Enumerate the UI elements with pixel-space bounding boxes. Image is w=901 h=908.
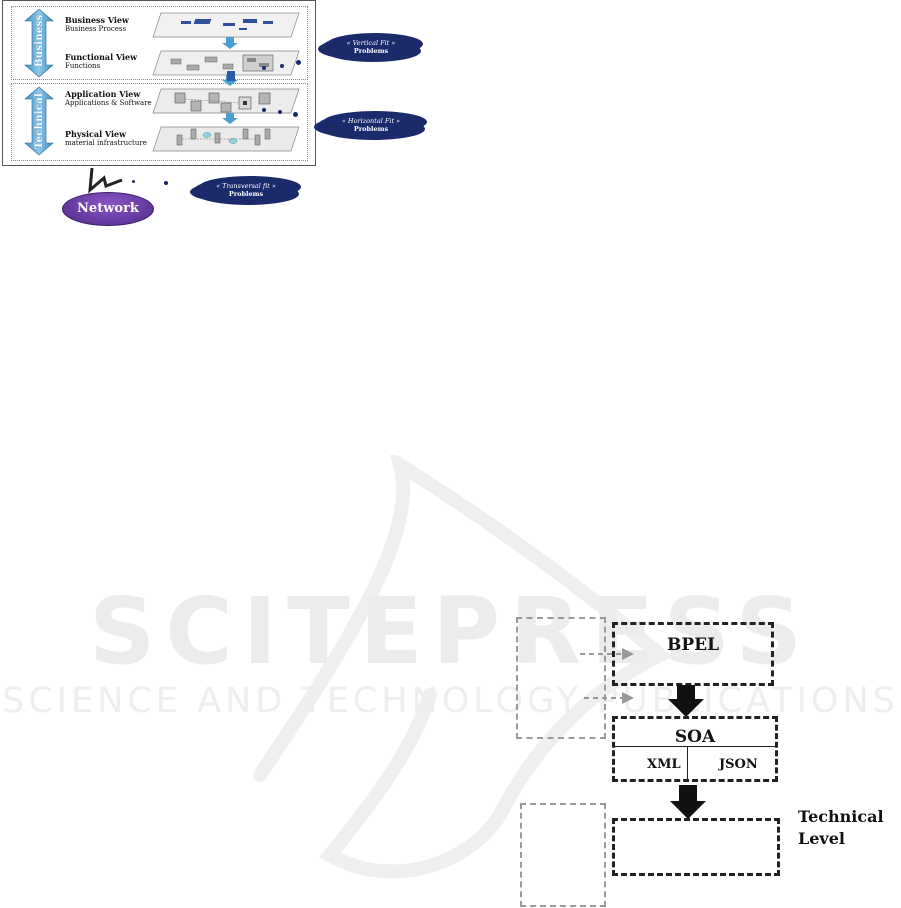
soa-box: SOA XML JSON: [612, 716, 778, 782]
lower-grouping-box: [520, 803, 606, 907]
business-layer-box: [11, 6, 308, 80]
down-arrow-icon: [670, 785, 706, 819]
horizontal-fit-cloud: « Horizontal Fit » Problems: [318, 113, 424, 137]
empty-technical-box: [612, 818, 780, 876]
physical-plane: [152, 126, 300, 152]
trail-dot: [293, 112, 298, 117]
view-title: Physical View: [65, 129, 126, 139]
watermark-subtitle: SCIENCE AND TECHNOLOGY PUBLICATIONS: [2, 681, 899, 721]
view-subtitle: Applications & Software: [65, 99, 152, 107]
view-title: Application View: [65, 89, 141, 99]
xml-label: XML: [647, 757, 681, 772]
watermark-logo: [253, 455, 673, 879]
technical-layer-label: Technical: [34, 92, 45, 149]
cloud-title: « Horizontal Fit »: [341, 117, 401, 125]
trail-dot: [278, 110, 282, 114]
dashed-connectors: [580, 648, 634, 704]
view-subtitle: material infrastructure: [65, 139, 147, 147]
soa-cell-divider: [687, 746, 688, 779]
view-subtitle: Business Process: [65, 25, 127, 33]
application-plane: [152, 88, 300, 114]
technical-double-arrow: [24, 86, 54, 156]
technical-layer-box: [11, 83, 308, 161]
bpel-title: BPEL: [666, 635, 720, 655]
trail-dot: [164, 181, 168, 185]
business-layer-label: Business: [34, 14, 45, 67]
transversal-fit-cloud: « Transversal fit » Problems: [194, 178, 298, 202]
json-label: JSON: [719, 757, 758, 772]
layer-arrows: [24, 9, 54, 156]
technical-level-line2: Level: [798, 829, 845, 848]
down-arrow-icon: [668, 685, 704, 717]
cloud-subtitle: Problems: [353, 125, 389, 133]
technical-level-label: Technical Level: [798, 806, 884, 850]
functional-view-label: Functional View Functions: [65, 52, 137, 70]
physical-view-label: Physical View material infrastructure: [65, 129, 147, 147]
cloud-subtitle: Problems: [228, 190, 264, 198]
business-view-label: Business View Business Process: [65, 15, 129, 33]
trail-dot: [132, 180, 135, 183]
trail-dot: [296, 60, 301, 65]
cloud-title: « Vertical Fit »: [346, 39, 396, 47]
down-arrow-icon: [222, 113, 238, 124]
soa-divider: [615, 746, 775, 747]
architecture-figure: Business Technical Business View Busines…: [2, 0, 316, 166]
cloud-subtitle: Problems: [353, 47, 389, 55]
upper-grouping-box: [516, 617, 606, 739]
down-arrow-icon: [222, 37, 238, 49]
trail-dot: [262, 108, 266, 112]
view-title: Business View: [65, 15, 129, 25]
layer-connector: [227, 71, 235, 81]
vertical-fit-cloud: « Vertical Fit » Problems: [322, 35, 420, 59]
soa-title: SOA: [674, 727, 716, 747]
view-title: Functional View: [65, 52, 138, 62]
view-planes: [152, 12, 300, 152]
technical-level-line1: Technical: [798, 807, 884, 826]
lightning-icon: [88, 167, 123, 194]
cloud-title: « Transversal fit »: [216, 182, 276, 190]
trail-dot: [280, 64, 284, 68]
watermark-title: SCITEPRESS: [88, 578, 813, 685]
business-double-arrow: [24, 9, 54, 78]
trail-dot: [262, 66, 266, 70]
bpel-box: BPEL: [612, 622, 774, 686]
view-subtitle: Functions: [65, 62, 101, 70]
application-view-label: Application View Applications & Software: [65, 89, 152, 107]
network-node: Network: [62, 192, 154, 226]
business-plane: [152, 12, 300, 38]
functional-plane: [152, 50, 300, 76]
